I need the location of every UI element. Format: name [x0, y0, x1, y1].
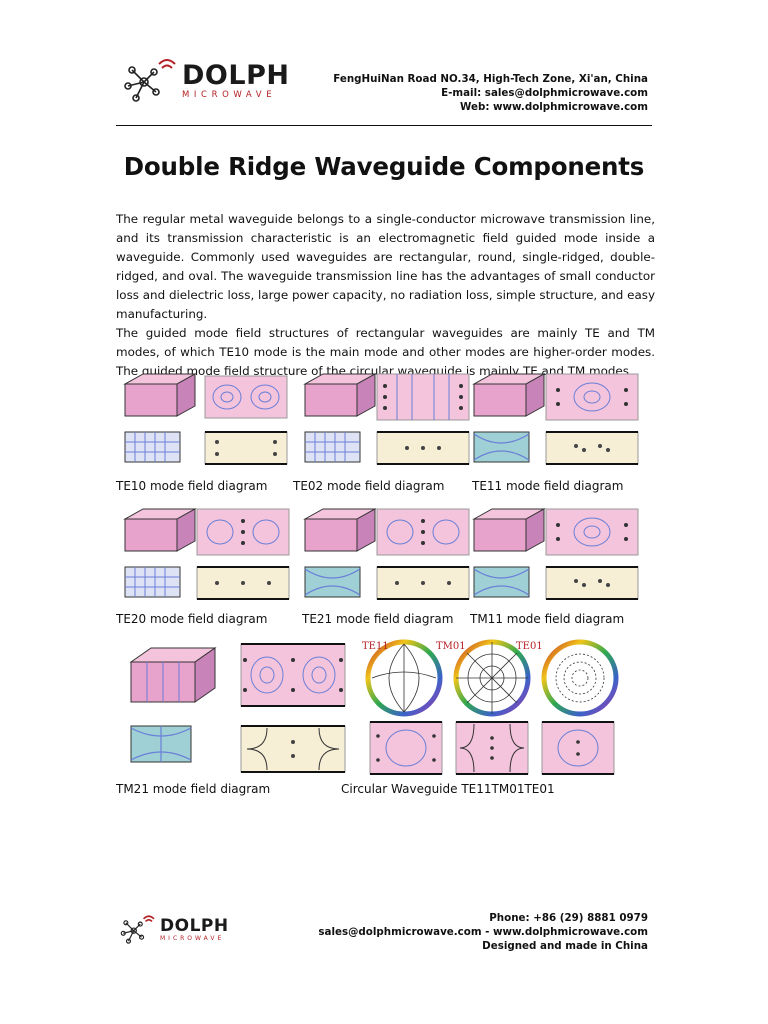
caption-te20: TE20 mode field diagram: [116, 612, 268, 626]
te01-label: TE01: [516, 641, 543, 652]
header-logo: DOLPH MICROWAVE: [120, 58, 289, 104]
caption-te02: TE02 mode field diagram: [293, 479, 445, 493]
phone-line: Phone: +86 (29) 8881 0979: [489, 912, 648, 924]
caption-te21: TE21 mode field diagram: [302, 612, 454, 626]
te02-field-diagram: [303, 373, 470, 465]
tm21-field-diagram: [129, 643, 346, 773]
te11-field-diagram: [472, 373, 639, 465]
te11-label: TE11: [362, 641, 389, 652]
te01-circle: [541, 639, 619, 717]
email-line[interactable]: E-mail: sales@dolphmicrowave.com: [441, 87, 648, 99]
caption-circular: Circular Waveguide TE11TM01TE01: [341, 782, 555, 796]
web-line[interactable]: Web: www.dolphmicrowave.com: [459, 101, 648, 113]
molecule-signal-icon: [124, 59, 176, 102]
caption-te10: TE10 mode field diagram: [116, 479, 268, 493]
molecule-signal-icon: [120, 915, 155, 944]
made-in-line: Designed and made in China: [482, 940, 648, 952]
te21-field-diagram: [303, 508, 470, 600]
footer-contact: Phone: +86 (29) 8881 0979 sales@dolphmic…: [318, 911, 648, 953]
te10-field-diagram: [123, 373, 288, 465]
caption-te11: TE11 mode field diagram: [472, 479, 624, 493]
brand-name: DOLPH: [182, 60, 290, 92]
circular-waveguide-diagram: TE11 TM01 TE01: [362, 639, 619, 775]
page-title: Double Ridge Waveguide Components: [123, 152, 645, 181]
brand-sub: MICROWAVE: [160, 935, 225, 942]
brand-sub: MICROWAVE: [182, 90, 277, 101]
tm01-label: TM01: [436, 641, 466, 652]
header-divider: [116, 125, 652, 126]
footer-logo: DOLPH MICROWAVE: [118, 914, 229, 946]
header-contact: FengHuiNan Road NO.34, High-Tech Zone, X…: [333, 72, 648, 114]
paragraph: The guided mode field structures of rect…: [116, 326, 655, 378]
caption-tm11: TM11 mode field diagram: [470, 612, 625, 626]
caption-tm21: TM21 mode field diagram: [116, 782, 271, 796]
paragraph: The regular metal waveguide belongs to a…: [116, 212, 655, 321]
address-line: FengHuiNan Road NO.34, High-Tech Zone, X…: [333, 73, 648, 85]
body-text: The regular metal waveguide belongs to a…: [116, 210, 655, 381]
email-web-line[interactable]: sales@dolphmicrowave.com - www.dolphmicr…: [318, 926, 648, 938]
brand-name: DOLPH: [160, 916, 229, 936]
tm11-field-diagram: [472, 508, 639, 600]
te20-field-diagram: [123, 508, 290, 600]
